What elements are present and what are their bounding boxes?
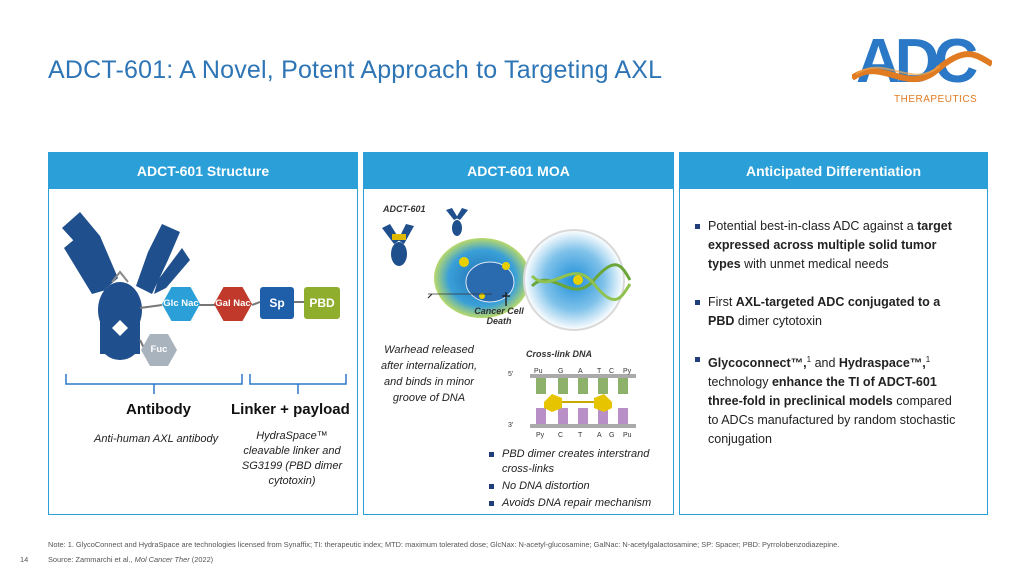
crosslink-dna-label: Cross-link DNA xyxy=(526,349,593,359)
moa-bullet: PBD dimer creates interstrand cross-link… xyxy=(488,447,672,477)
differentiation-bullet: First AXL-targeted ADC conjugated to a P… xyxy=(694,293,964,331)
footnote-marker: 1 xyxy=(925,355,931,364)
top-base-5: Py xyxy=(623,368,632,375)
source-citation: Source: Zammarchi et al., Mol Cancer The… xyxy=(48,555,213,564)
bullet-text: compared to ADCs manufactured by random … xyxy=(708,394,956,447)
logo-subtext: THERAPEUTICS xyxy=(894,94,978,105)
bullet-bold-text: Glycoconnect™, xyxy=(708,356,807,371)
moa-panel: ADCT-601 MOA xyxy=(363,152,674,515)
bullet-bold-text: Hydraspace™, xyxy=(838,356,926,371)
footnote: Note: 1. GlycoConnect and HydraSpace are… xyxy=(48,540,840,549)
bullet-text: dimer cytotoxin xyxy=(734,314,822,328)
strand-3-prime: 3' xyxy=(508,422,514,429)
top-base-0: Pu xyxy=(534,368,543,375)
differentiation-panel: Anticipated Differentiation xyxy=(679,152,988,515)
bottom-base-2: T xyxy=(578,432,583,439)
moa-bullet: Avoids DNA repair mechanism xyxy=(488,496,672,511)
warhead-text: Warhead released after internalization, … xyxy=(381,344,477,404)
adc-therapeutics-logo: ADC xyxy=(852,27,992,96)
dna-crosslink-diagram xyxy=(530,374,636,428)
moa-bullets: PBD dimer creates interstrand cross-link… xyxy=(488,447,672,513)
adc-label: ADCT-601 xyxy=(383,204,426,214)
bullet-text: Potential best-in-class ADC against a xyxy=(708,219,918,233)
top-base-4: C xyxy=(609,368,615,375)
page-title: ADCT-601: A Novel, Potent Approach to Ta… xyxy=(48,56,663,84)
linker-description: HydraSpace™ cleavable linker and SG3199 … xyxy=(241,430,343,487)
bottom-base-4: G xyxy=(609,432,615,439)
differentiation-bullet: Potential best-in-class ADC against a ta… xyxy=(694,217,964,274)
bullet-text: with unmet medical needs xyxy=(740,257,889,271)
bullet-text: technology xyxy=(708,375,772,390)
moa-panel-header: ADCT-601 MOA xyxy=(364,153,673,189)
cancer-cell-death-label: Cancer Cell Death xyxy=(474,306,524,326)
bottom-base-3: A xyxy=(597,432,602,439)
structure-panel: ADCT-601 Structure xyxy=(48,152,358,515)
bullet-text: and xyxy=(811,356,839,371)
bullet-bold-text: target expressed across multiple solid t… xyxy=(708,219,952,271)
bullet-text: First xyxy=(708,295,736,309)
spacer-box: Sp xyxy=(260,287,294,319)
antibody-diagram xyxy=(62,212,347,394)
differentiation-bullet: Glycoconnect™,1 and Hydraspace™,1 techno… xyxy=(694,350,964,449)
logo-text: ADC xyxy=(856,27,978,96)
structure-panel-header: ADCT-601 Structure xyxy=(49,153,357,189)
linker-payload-label: Linker + payload xyxy=(231,401,350,418)
source-journal: Mol Cancer Ther xyxy=(134,555,190,564)
bottom-base-1: C xyxy=(558,432,564,439)
top-base-3: T xyxy=(597,368,602,375)
pbd-payload-box: PBD xyxy=(304,287,340,319)
antibody-label: Antibody xyxy=(126,401,191,418)
strand-5-prime: 5' xyxy=(508,371,514,378)
source-text: Source: Zammarchi et al., xyxy=(48,555,135,564)
bottom-base-0: Py xyxy=(536,432,545,439)
differentiation-bullets: Potential best-in-class ADC against a ta… xyxy=(694,217,964,468)
top-base-2: A xyxy=(578,368,583,375)
source-text: (2022) xyxy=(189,555,214,564)
bullet-bold-text: enhance the TI of ADCT-601 three-fold in… xyxy=(708,375,937,409)
fucose-sugar: Fuc xyxy=(141,334,177,366)
page-number: 14 xyxy=(20,555,29,564)
moa-bullet: No DNA distortion xyxy=(488,479,672,494)
bullet-bold-text: AXL-targeted ADC conjugated to a PBD xyxy=(708,295,941,328)
differentiation-panel-header: Anticipated Differentiation xyxy=(680,153,987,189)
footnote-marker: 1 xyxy=(806,355,812,364)
moa-diagram xyxy=(382,208,632,331)
bottom-base-5: Pu xyxy=(623,432,632,439)
top-base-1: G xyxy=(558,368,564,375)
antibody-description: Anti-human AXL antibody xyxy=(94,433,219,445)
